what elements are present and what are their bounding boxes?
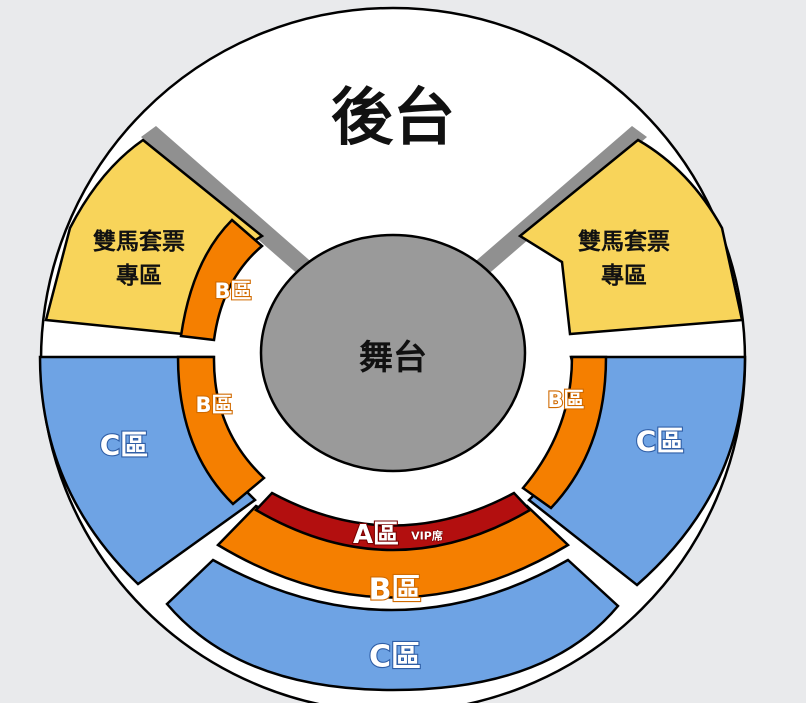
stage [259, 233, 527, 473]
backstage-label: 後台 [331, 81, 455, 154]
zone-b-upper-left[interactable] [179, 218, 264, 342]
double-ticket-label-right-line2: 專區 [601, 263, 647, 289]
zone-b-bottom-label: B區 [369, 573, 422, 608]
zone-a-vip[interactable] [254, 491, 532, 552]
zone-b-left-label: B區 [195, 393, 232, 417]
double-ticket-label-left-line2: 專區 [116, 263, 162, 289]
zone-a-vip-label: VIP席 [411, 529, 443, 543]
zone-c-bottom-label: C區 [369, 640, 421, 675]
zone-b-upper-left-label: B區 [214, 279, 251, 303]
zone-b-right-label: B區 [547, 388, 584, 412]
zone-b-left[interactable] [176, 355, 266, 506]
aisle-right [470, 126, 647, 277]
stage-label: 舞台 [359, 338, 427, 378]
double-ticket-label-right-line1: 雙馬套票 [578, 228, 670, 255]
double-ticket-zone-right[interactable] [517, 138, 744, 336]
aisle-left [141, 126, 316, 277]
zone-b-right[interactable] [521, 355, 608, 510]
zone-a-label: A區 [353, 520, 399, 550]
double-ticket-label-left-line1: 雙馬套票 [93, 228, 185, 255]
zone-c-right-label: C區 [636, 425, 685, 458]
zone-c-bottom[interactable] [165, 558, 620, 692]
zone-c-left-label: C區 [100, 429, 149, 462]
